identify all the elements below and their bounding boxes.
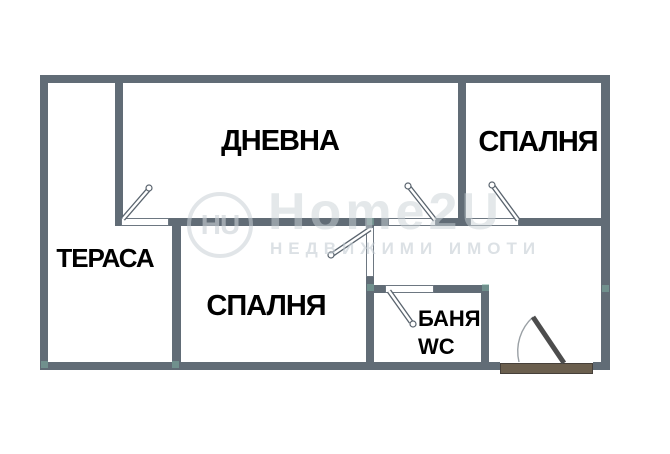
wall-bath-top-right xyxy=(434,285,489,293)
room-label-living: ДНЕВНА xyxy=(221,125,340,157)
wall-outer-right xyxy=(601,75,610,370)
wall-bath-right xyxy=(481,285,489,362)
room-label-terrace: ТЕРАСА xyxy=(56,243,154,273)
junction-accent xyxy=(367,218,374,225)
wall-terrace-upper xyxy=(115,75,123,226)
wall-terrace-lower xyxy=(172,218,181,370)
living-hall-door-leaf xyxy=(404,182,437,222)
wall-outer-bottom-right xyxy=(593,362,610,370)
wall-mid-left-segment xyxy=(168,218,388,226)
junction-accent xyxy=(172,361,179,368)
junction-accent xyxy=(602,285,609,292)
bedroom-top-door-opening xyxy=(470,218,519,226)
wall-bath-left xyxy=(366,285,374,362)
wall-bedroom-divider xyxy=(458,75,466,226)
room-label-bedroom-top: СПАЛНЯ xyxy=(478,126,598,158)
room-label-bedroom-bottom: СПАЛНЯ xyxy=(206,290,326,322)
terrace-door-leaf xyxy=(121,184,153,221)
bedroom-top-door-leaf xyxy=(488,181,521,222)
wall-mid-center-segment xyxy=(436,218,470,226)
wall-bath-top-left xyxy=(366,285,385,293)
junction-accent xyxy=(367,284,374,291)
bathroom-door-leaf xyxy=(386,289,417,328)
terrace-door-opening xyxy=(121,218,169,226)
wall-mid-right-segment xyxy=(519,218,601,226)
wall-outer-left xyxy=(40,75,48,370)
living-hall-door-opening xyxy=(388,218,436,226)
entrance-threshold xyxy=(500,363,593,374)
room-label-bathroom: БАНЯ xyxy=(418,306,481,331)
wall-hall-lower-stub xyxy=(366,276,374,288)
wall-outer-bottom-left xyxy=(40,362,500,370)
bathroom-door-opening xyxy=(385,285,434,293)
bedroom-bottom-door-opening xyxy=(366,227,374,277)
junction-accent xyxy=(482,284,489,291)
junction-accent xyxy=(41,361,48,368)
bedroom-bottom-door-leaf xyxy=(327,226,372,259)
wall-outer-top xyxy=(40,75,610,83)
entrance-door xyxy=(517,315,567,365)
room-label-wc: WC xyxy=(418,333,455,359)
